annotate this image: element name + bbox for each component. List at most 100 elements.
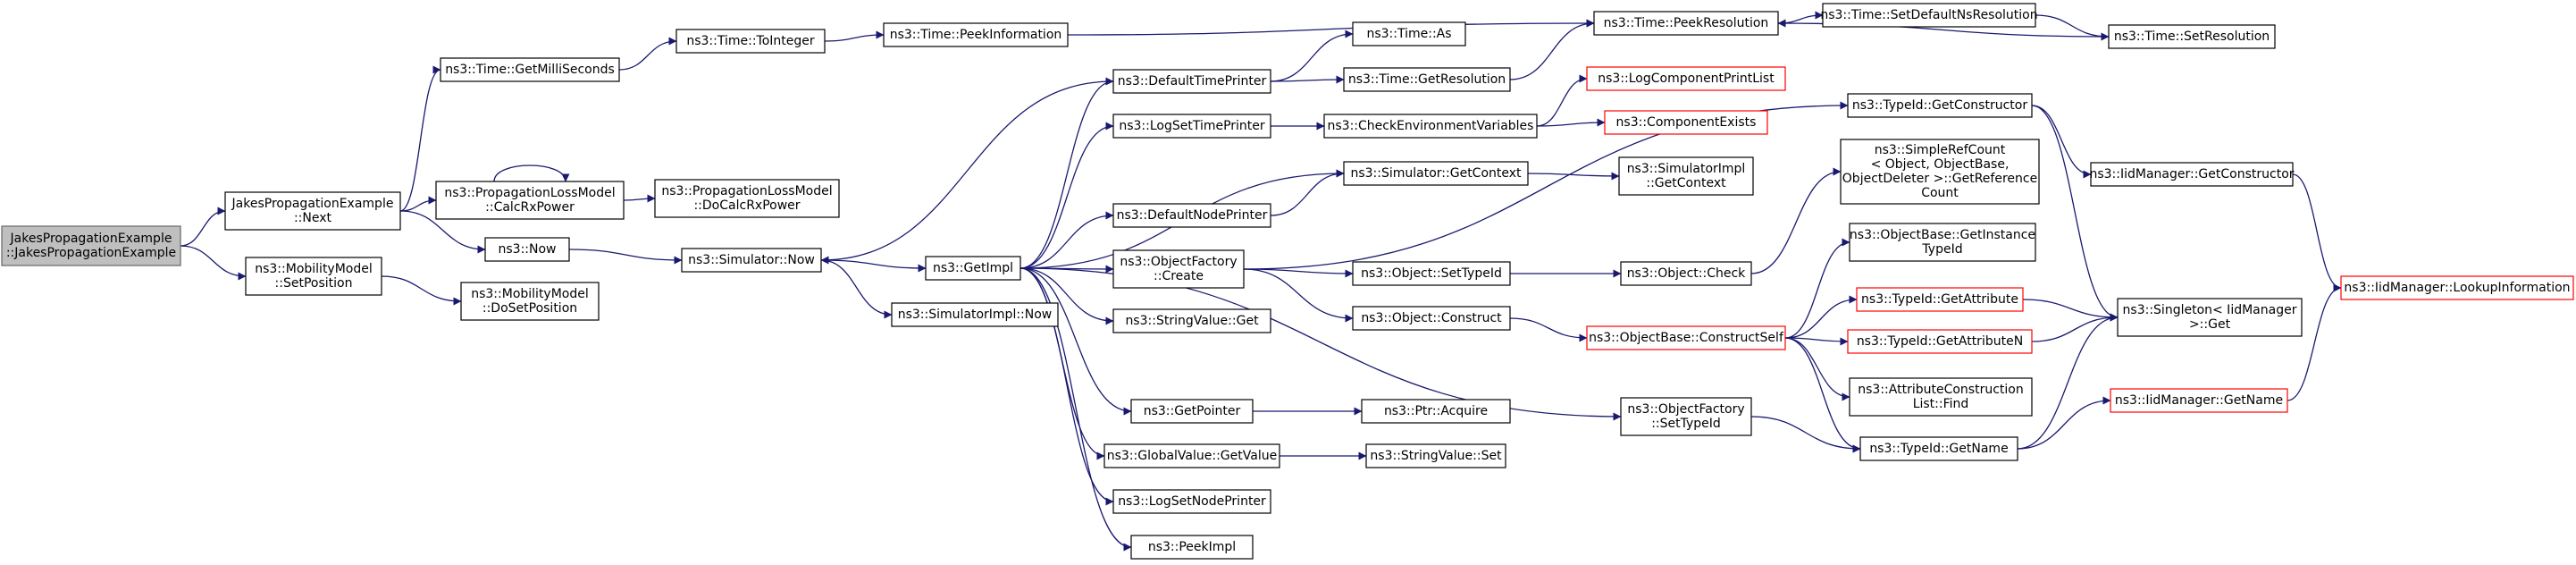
node-compexists[interactable]: ns3::ComponentExists (1604, 110, 1768, 135)
edge-typeid_getattr-to-singleton_get (2022, 299, 2119, 322)
node-label: ns3::SimpleRefCount (1875, 143, 2006, 157)
node-box (1840, 139, 2040, 205)
edge-checkenv-to-logcomplist (1536, 74, 1588, 127)
node-sim_getcontext[interactable]: ns3::Simulator::GetContext (1343, 161, 1529, 186)
node-of_settypeid[interactable]: ns3::ObjectFactory::SetTypeId (1620, 397, 1752, 436)
edge-sim_now-to-getimpl (820, 259, 927, 273)
node-typeid_getctor[interactable]: ns3::TypeId::GetConstructor (1847, 93, 2033, 118)
node-time_setres[interactable]: ns3::Time::SetResolution (2108, 24, 2276, 49)
node-iid_lookup[interactable]: ns3::IidManager::LookupInformation (2340, 275, 2574, 300)
node-getmilli[interactable]: ns3::Time::GetMilliSeconds (440, 57, 620, 82)
edge-setdefns-to-time_setres (2035, 14, 2110, 41)
node-iid_getname[interactable]: ns3::IidManager::GetName (2110, 388, 2288, 413)
node-label: TypeId (1921, 242, 1962, 257)
node-getpointer[interactable]: ns3::GetPointer (1130, 399, 1254, 424)
node-tointeger[interactable]: ns3::Time::ToInteger (675, 29, 826, 54)
node-of_create[interactable]: ns3::ObjectFactory::Create (1112, 249, 1245, 289)
node-box (1112, 249, 1245, 289)
node-box (1343, 161, 1529, 186)
node-setdefns[interactable]: ns3::Time::SetDefaultNsResolution (1820, 3, 2038, 28)
edge-of_create-to-obj_construct (1243, 268, 1354, 323)
node-box (675, 29, 826, 54)
edge-typeid_getctor-to-iid_getctor (2031, 105, 2092, 179)
node-label: ns3::GetImpl (933, 261, 1013, 275)
edge-getimpl-to-deftimeprinter (1019, 77, 1114, 269)
node-typeid_getattr[interactable]: ns3::TypeId::GetAttribute (1856, 287, 2024, 312)
node-box (484, 237, 570, 262)
node-label: ns3::IidManager::GetName (2115, 393, 2283, 408)
node-label: ns3::ObjectFactory (1627, 402, 1744, 417)
node-sim_now[interactable]: ns3::Simulator::Now (681, 248, 822, 273)
node-logsettimeprinter[interactable]: ns3::LogSetTimePrinter (1112, 114, 1271, 139)
node-plm_calc[interactable]: ns3::PropagationLossModel::CalcRxPower (435, 181, 625, 220)
node-label: ns3::Time::PeekInformation (890, 28, 1062, 42)
node-box (925, 256, 1021, 281)
node-label: ns3::Time::ToInteger (686, 34, 815, 48)
node-label: JakesPropagationExample (231, 197, 394, 211)
edge-ob_constructself-to-ob_getinstance (1784, 238, 1850, 339)
node-plm_docalc[interactable]: ns3::PropagationLossModel::DoCalcRxPower (654, 179, 840, 218)
node-root[interactable]: JakesPropagationExample::JakesPropagatio… (1, 225, 181, 266)
node-box (1586, 66, 1786, 91)
node-checkenv[interactable]: ns3::CheckEnvironmentVariables (1323, 114, 1538, 139)
node-iid_getctor[interactable]: ns3::IidManager::GetConstructor (2089, 162, 2295, 187)
node-obj_construct[interactable]: ns3::Object::Construct (1352, 306, 1511, 331)
node-simimpl_getctx[interactable]: ns3::SimulatorImpl::GetContext (1618, 156, 1754, 196)
node-ptr_acquire[interactable]: ns3::Ptr::Acquire (1361, 399, 1511, 424)
node-peekres[interactable]: ns3::Time::PeekResolution (1593, 11, 1779, 36)
node-label: List::Find (1913, 397, 1969, 411)
edge-typeid_getname-to-singleton_get (2017, 313, 2119, 450)
node-peekinfo[interactable]: ns3::Time::PeekInformation (883, 22, 1069, 47)
node-label: ns3::TypeId::GetName (1869, 442, 2008, 456)
node-typeid_getname[interactable]: ns3::TypeId::GetName (1859, 436, 2018, 461)
node-box (1822, 3, 2036, 28)
edge-getimpl-to-of_settypeid (1019, 267, 1622, 421)
node-deftimeprinter[interactable]: ns3::DefaultTimePrinter (1112, 69, 1271, 94)
node-label: ns3::Time::PeekResolution (1604, 16, 1769, 30)
node-label: ns3::AttributeConstruction (1858, 383, 2023, 397)
edge-root-to-jpe_next (180, 207, 226, 247)
node-box (1, 225, 181, 266)
node-time_getres[interactable]: ns3::Time::GetResolution (1343, 67, 1511, 92)
node-label: ns3::LogSetTimePrinter (1119, 119, 1265, 133)
node-box (1847, 329, 2033, 354)
node-label: ns3::Object::Check (1627, 266, 1746, 281)
node-gv_getvalue[interactable]: ns3::GlobalValue::GetValue (1103, 443, 1280, 468)
edge-now-to-sim_now (568, 249, 683, 265)
node-jpe_next[interactable]: JakesPropagationExample::Next (224, 191, 401, 231)
node-strval_set[interactable]: ns3::StringValue::Set (1365, 443, 1506, 468)
node-simplerefcount[interactable]: ns3::SimpleRefCount< Object, ObjectBase,… (1840, 139, 2040, 205)
node-strval_get[interactable]: ns3::StringValue::Get (1112, 308, 1271, 333)
node-now[interactable]: ns3::Now (484, 237, 570, 262)
node-box (681, 248, 822, 273)
node-peekimpl[interactable]: ns3::PeekImpl (1130, 535, 1254, 560)
node-label: ns3::Object::Construct (1361, 311, 1502, 325)
node-simimpl_now[interactable]: ns3::SimulatorImpl::Now (891, 302, 1059, 327)
node-obj_settypeid[interactable]: ns3::Object::SetTypeId (1352, 261, 1511, 286)
node-typeid_getattrn[interactable]: ns3::TypeId::GetAttributeN (1847, 329, 2033, 354)
node-logsetnodeprinter[interactable]: ns3::LogSetNodePrinter (1112, 489, 1271, 514)
node-mm_setpos[interactable]: ns3::MobilityModel::SetPosition (245, 257, 382, 296)
node-singleton_get[interactable]: ns3::Singleton< IidManager >::Get (2117, 298, 2303, 337)
node-getimpl[interactable]: ns3::GetImpl (925, 256, 1021, 281)
node-ob_constructself[interactable]: ns3::ObjectBase::ConstructSelf (1586, 325, 1786, 350)
edge-deftimeprinter-to-time_getres (1270, 75, 1345, 84)
node-defnodeprinter[interactable]: ns3::DefaultNodePrinter (1112, 203, 1271, 228)
edge-typeid_getctor-to-singleton_get (2031, 105, 2119, 322)
node-box (245, 257, 382, 296)
node-box (224, 191, 401, 231)
node-label: ns3::PropagationLossModel (661, 184, 832, 198)
node-obj_check[interactable]: ns3::Object::Check (1620, 261, 1752, 286)
node-box (1112, 203, 1271, 228)
edge-getimpl-to-logsettimeprinter (1019, 122, 1114, 269)
node-box (440, 57, 620, 82)
node-time_as[interactable]: ns3::Time::As (1352, 21, 1466, 46)
node-label: ns3::Now (499, 242, 557, 257)
node-label: ns3::DefaultNodePrinter (1117, 208, 1268, 223)
edge-typeid_getname-to-iid_getname (2017, 396, 2111, 450)
node-logcomplist[interactable]: ns3::LogComponentPrintList (1586, 66, 1786, 91)
node-mm_dosetpos[interactable]: ns3::MobilityModel::DoSetPosition (460, 282, 600, 321)
